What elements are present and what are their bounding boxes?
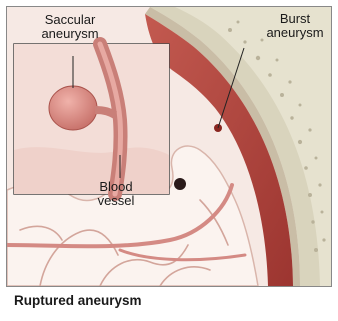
burst-label-line1: Burst — [250, 12, 338, 26]
inset-box — [14, 44, 169, 194]
saccular-label-line2: aneurysm — [20, 27, 120, 41]
blood-label-line2: vessel — [86, 194, 146, 208]
burst-label-line2: aneurysm — [250, 26, 338, 40]
blood-vessel-label: Blood vessel — [86, 180, 146, 208]
saccular-aneurysm — [49, 86, 97, 130]
blood-label-line1: Blood — [86, 180, 146, 194]
saccular-label-line1: Saccular — [20, 13, 120, 27]
burst-aneurysm-label: Burst aneurysm — [250, 12, 338, 40]
caption: Ruptured aneurysm — [14, 294, 214, 308]
burst-aneurysm — [174, 178, 186, 190]
saccular-aneurysm-label: Saccular aneurysm — [20, 13, 120, 41]
